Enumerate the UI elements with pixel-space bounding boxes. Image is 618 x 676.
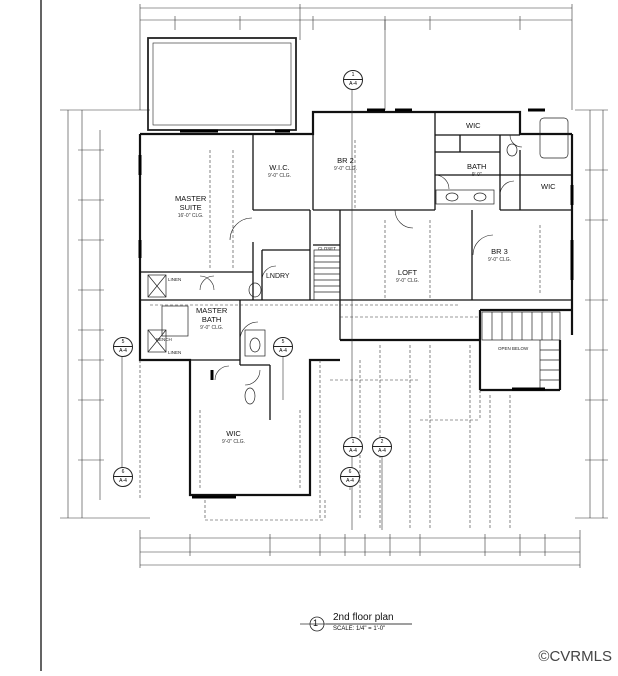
title-number: 1 (313, 618, 319, 628)
section-marker: 6 A-4 (113, 467, 133, 487)
room-name: MASTER BATH (196, 306, 228, 324)
fixtures (147, 117, 569, 405)
section-sheet: A-4 (378, 448, 386, 454)
section-sheet: A-4 (119, 348, 127, 354)
section-sheet: A-4 (349, 448, 357, 454)
room-name: BR 2 (337, 156, 354, 165)
closet-note: CLOSET (318, 246, 337, 251)
balcony-outline (147, 37, 297, 131)
room-ceiling: 16'-0" CLG. (177, 213, 204, 219)
bench-note: BENCH (156, 337, 172, 342)
stairs-right (481, 311, 561, 388)
section-marker: 2 A-4 (372, 437, 392, 457)
linen-note: LINEN (168, 350, 182, 355)
room-ceiling: 9'-0" CLG. (200, 325, 224, 331)
top-dimensions (139, 4, 573, 110)
room-name: BR 3 (491, 247, 508, 256)
section-sheet: A-4 (346, 478, 354, 484)
linen-note: LINEN (168, 277, 182, 282)
title-marker-circle (309, 616, 325, 632)
section-marker: 5 A-4 (273, 337, 293, 357)
section-number: 5 (274, 338, 292, 347)
section-marker: 1 A-4 (343, 70, 363, 90)
interior-walls (140, 112, 572, 420)
room-name: W.I.C. (269, 163, 290, 172)
room-ceiling: 9'-0" CLG. (334, 166, 358, 172)
open-below-note: OPEN BELOW (498, 346, 529, 351)
room-ceiling: 9'-0" CLG. (222, 439, 246, 445)
room-ceiling: 9'-0" CLG. (488, 257, 512, 263)
room-name: BATH (467, 162, 487, 171)
room-ceiling: 9'-0" (471, 172, 482, 178)
room-name: LOFT (397, 268, 418, 277)
watermark: ©CVRMLS (538, 648, 612, 665)
left-dimensions (60, 109, 150, 519)
room-label: W.I.C.9'-0" CLG. (268, 163, 291, 181)
room-name: LNDRY (266, 273, 290, 280)
right-dimensions (575, 109, 608, 519)
section-marker: 5 A-4 (113, 337, 133, 357)
room-label: WIC (466, 121, 481, 130)
stairs-upper (313, 249, 341, 301)
room-ceiling: 9'-0" CLG. (268, 173, 292, 179)
room-name: WIC (226, 429, 241, 438)
section-sheet: A-4 (349, 81, 357, 87)
room-label: LNDRY (266, 272, 290, 281)
section-lines (121, 85, 383, 530)
drawing-scale: SCALE: 1/4" = 1'-0" (333, 626, 386, 632)
section-sheet: A-4 (279, 348, 287, 354)
section-number: 1 (344, 71, 362, 80)
drawing-title: 2nd floor plan (333, 612, 394, 623)
section-number: 6 (114, 468, 132, 477)
section-number: 5 (114, 338, 132, 347)
section-marker: 1 A-4 (343, 437, 363, 457)
section-sheet: A-4 (119, 478, 127, 484)
windows (138, 108, 574, 499)
doors (199, 134, 523, 386)
room-name: MASTER SUITE (175, 194, 207, 212)
room-name: WIC (541, 182, 556, 191)
section-number: 6 (341, 468, 359, 477)
room-name: WIC (466, 121, 481, 130)
section-number: 2 (373, 438, 391, 447)
bottom-dimensions (139, 530, 581, 568)
section-number: 1 (344, 438, 362, 447)
room-ceiling: 9'-0" CLG. (396, 278, 420, 284)
room-label: WIC (541, 182, 556, 191)
section-marker: 6 A-4 (340, 467, 360, 487)
